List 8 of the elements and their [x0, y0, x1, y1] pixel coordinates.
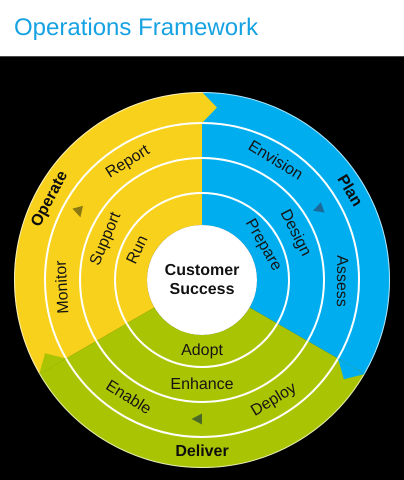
- step-label: Enhance: [170, 376, 234, 394]
- step-label: Run: [123, 232, 152, 268]
- step-label: Assess: [332, 255, 351, 308]
- step-label: Monitor: [52, 260, 74, 314]
- center-label: Customer Success: [164, 261, 240, 299]
- title: Operations Framework: [14, 14, 258, 42]
- phase-label: Deliver: [175, 443, 229, 461]
- step-label: Adopt: [181, 342, 223, 360]
